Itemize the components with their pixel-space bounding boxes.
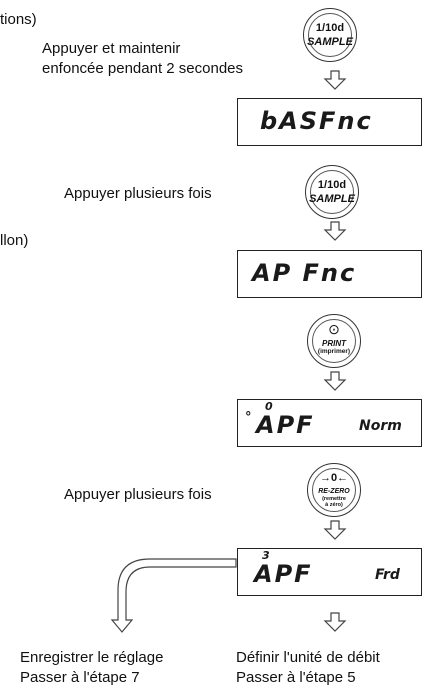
outcome-right-line1: Définir l'unité de débit xyxy=(236,649,380,666)
display-main: APF xyxy=(254,560,313,588)
down-arrow-1 xyxy=(323,70,347,90)
display-main: APF xyxy=(256,411,315,439)
outcome-left-line1: Enregistrer le réglage xyxy=(20,649,164,666)
print-icon: ⊙ xyxy=(328,321,340,337)
left-fragment-middle: llon) xyxy=(0,232,29,249)
hold-instruction-line2: enfoncée pendant 2 secondes xyxy=(42,60,243,77)
display-apf-0: ° 0 APF Norm xyxy=(237,399,422,447)
sample-button[interactable]: 1/10d SAMPLE xyxy=(303,8,357,62)
display-index: 3 xyxy=(262,549,270,562)
down-arrow-2 xyxy=(323,221,347,241)
down-arrow-4 xyxy=(323,520,347,540)
outcome-left-line2: Passer à l'étape 7 xyxy=(20,669,140,686)
print-button[interactable]: ⊙ PRINT (imprimer) xyxy=(307,314,361,368)
display-index: 0 xyxy=(265,400,273,413)
rezero-button[interactable]: →0← RE-ZERO (remettre à zéro) xyxy=(307,463,361,517)
down-arrow-5 xyxy=(323,612,347,632)
down-arrow-3 xyxy=(323,371,347,391)
display-apf-3: 3 APF Frd xyxy=(237,548,422,596)
hold-instruction-line1: Appuyer et maintenir xyxy=(42,40,181,57)
press-repeat-instruction: Appuyer plusieurs fois xyxy=(64,185,212,202)
degree-mark: ° xyxy=(245,410,252,425)
display-text: bASFnc xyxy=(260,107,373,135)
rezero-icon: →0← xyxy=(319,472,349,484)
press-repeat-instruction-2: Appuyer plusieurs fois xyxy=(64,486,212,503)
left-branch-arrow xyxy=(110,558,237,633)
display-apfnc: AP Fnc xyxy=(237,250,422,298)
display-basfnc: bASFnc xyxy=(237,98,422,146)
sample-button-2[interactable]: 1/10d SAMPLE xyxy=(305,165,359,219)
outcome-right-line2: Passer à l'étape 5 xyxy=(236,669,356,686)
display-value: Frd xyxy=(375,567,400,583)
left-fragment-top: tions) xyxy=(0,11,37,28)
display-value: Norm xyxy=(359,418,402,434)
display-text: AP Fnc xyxy=(252,259,357,287)
